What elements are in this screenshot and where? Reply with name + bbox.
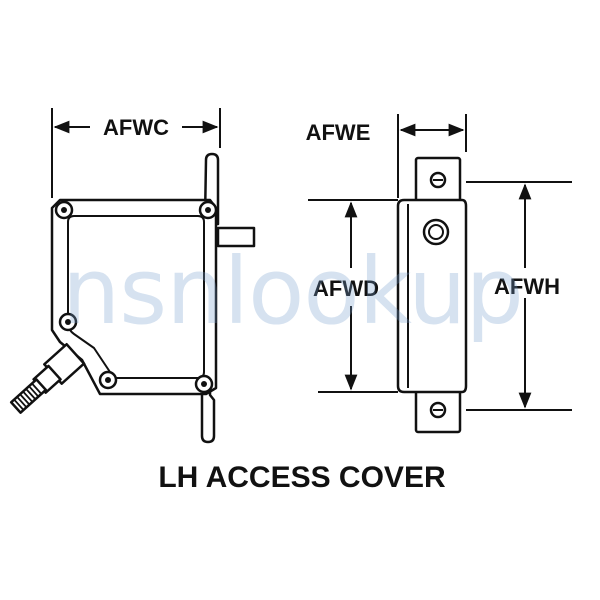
cover-tab <box>216 226 256 248</box>
cover-flange <box>200 152 220 444</box>
bottom-tab-screw <box>429 401 447 419</box>
screw-mid-left <box>58 312 78 332</box>
side-body <box>396 198 468 394</box>
top-tab-screw <box>429 171 447 189</box>
side-view <box>308 114 572 434</box>
screw-top-left <box>54 200 74 220</box>
screw-top-right <box>198 200 218 220</box>
diagram-caption: LH ACCESS COVER <box>158 461 446 494</box>
connector-boss <box>422 218 450 246</box>
screw-bottom-mid <box>98 370 118 390</box>
front-view <box>9 108 256 444</box>
afwh-label: AFWH <box>494 274 560 299</box>
afwe-label: AFWE <box>306 120 371 145</box>
afwd-label: AFWD <box>313 276 379 301</box>
screw-bottom-right <box>194 374 214 394</box>
afwc-label: AFWC <box>103 115 169 140</box>
threaded-connector <box>9 343 86 414</box>
